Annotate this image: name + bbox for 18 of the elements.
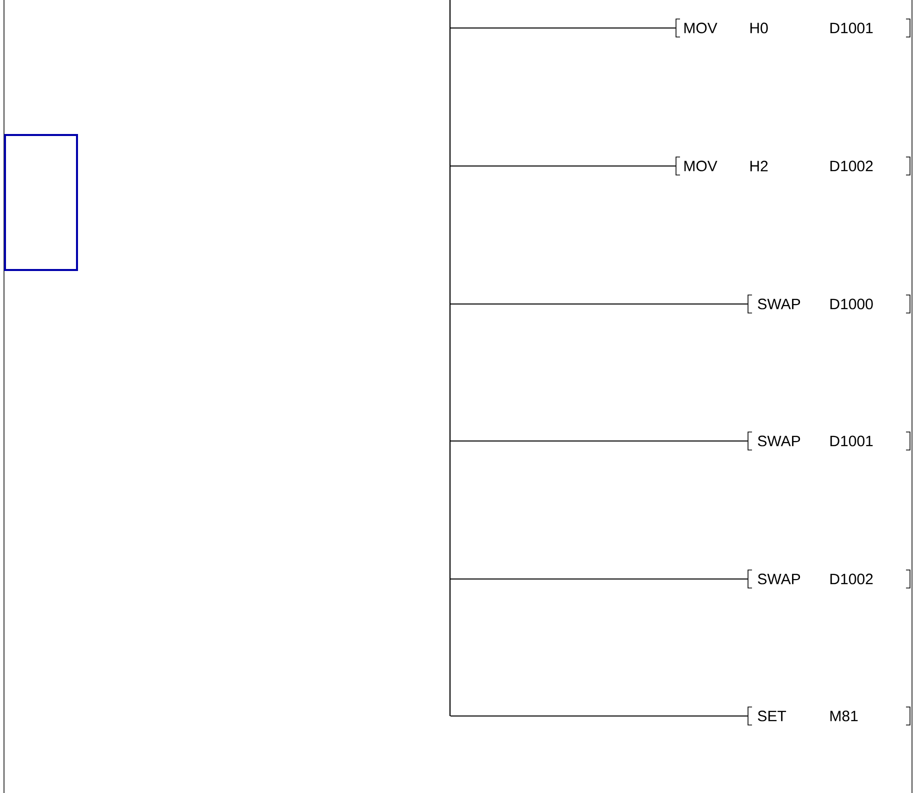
operand: D1000 [830,298,873,310]
instruction-name: SWAP [758,574,800,584]
wire [450,578,748,580]
instruction-name: MOV [684,22,718,34]
operand: D1001 [830,436,873,446]
operand: H0 [750,22,768,34]
operand: D1002 [830,160,873,172]
operand: D1001 [830,22,873,34]
cursor-box [4,134,78,271]
instruction-name: SET [758,710,786,722]
operand: D1002 [830,574,873,584]
operand: M81 [830,710,858,722]
bus-line [449,0,451,716]
instruction-name: SWAP [758,298,800,310]
wire [450,440,748,442]
instruction-name: SWAP [758,436,800,446]
instruction-name: MOV [684,160,718,172]
operand: H2 [750,160,768,172]
